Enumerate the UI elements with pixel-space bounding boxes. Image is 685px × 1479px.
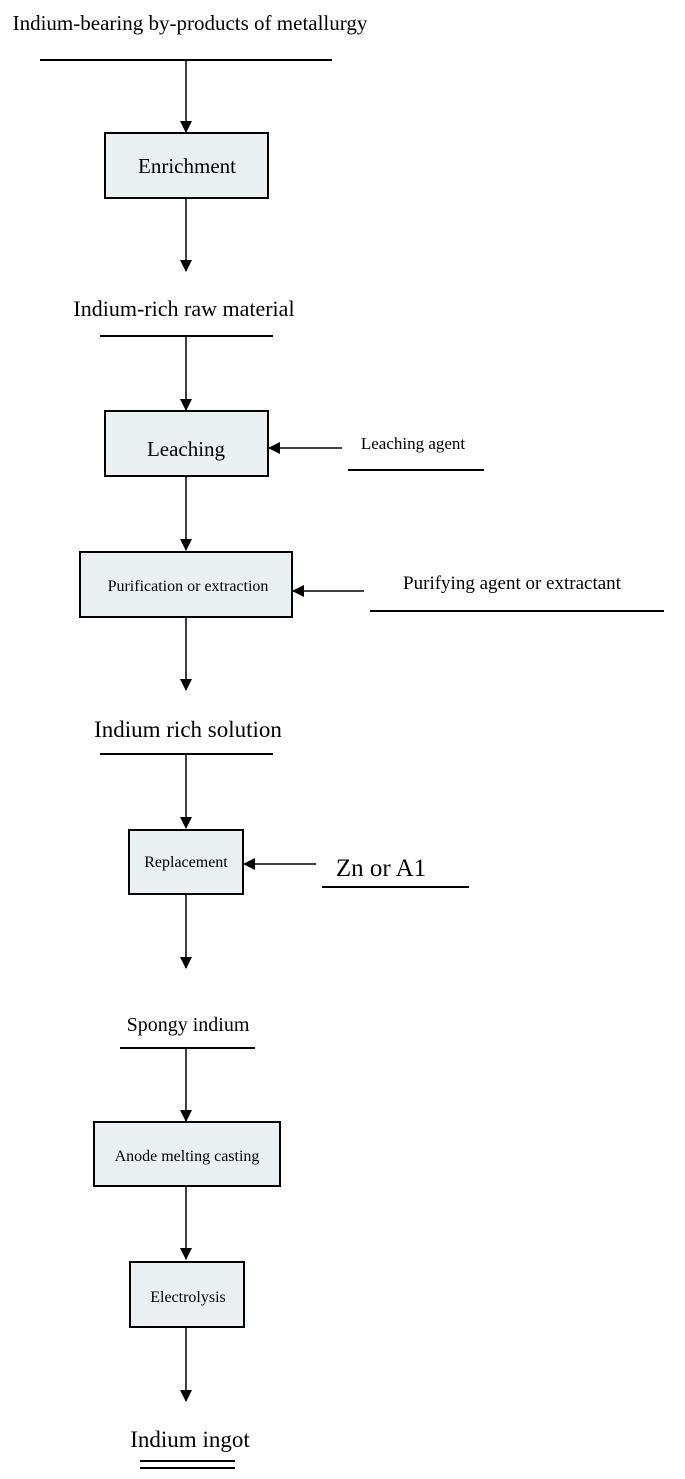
enrichment-label: Enrichment (138, 154, 236, 178)
spongy-indium-label: Spongy indium (127, 1014, 250, 1036)
zn-al-label: Zn or A1 (336, 855, 426, 882)
enrichment-box (104, 132, 269, 199)
raw-material-label: Indium-rich raw material (73, 296, 294, 321)
purification-box (79, 551, 293, 618)
purification-label: Purification or extraction (108, 578, 269, 595)
anode-casting-box (93, 1121, 281, 1187)
replacement-label: Replacement (144, 854, 228, 871)
leaching-agent-label: Leaching agent (361, 434, 466, 453)
indium-ingot-label: Indium ingot (130, 1427, 250, 1452)
leaching-label: Leaching (147, 437, 226, 461)
source-material-label: Indium-bearing by-products of metallurgy (13, 11, 368, 35)
rich-solution-label: Indium rich solution (94, 717, 282, 742)
electrolysis-label: Electrolysis (150, 1289, 226, 1306)
anode-casting-label: Anode melting casting (115, 1148, 260, 1165)
purifying-agent-label: Purifying agent or extractant (403, 573, 622, 594)
electrolysis-box (129, 1261, 245, 1328)
